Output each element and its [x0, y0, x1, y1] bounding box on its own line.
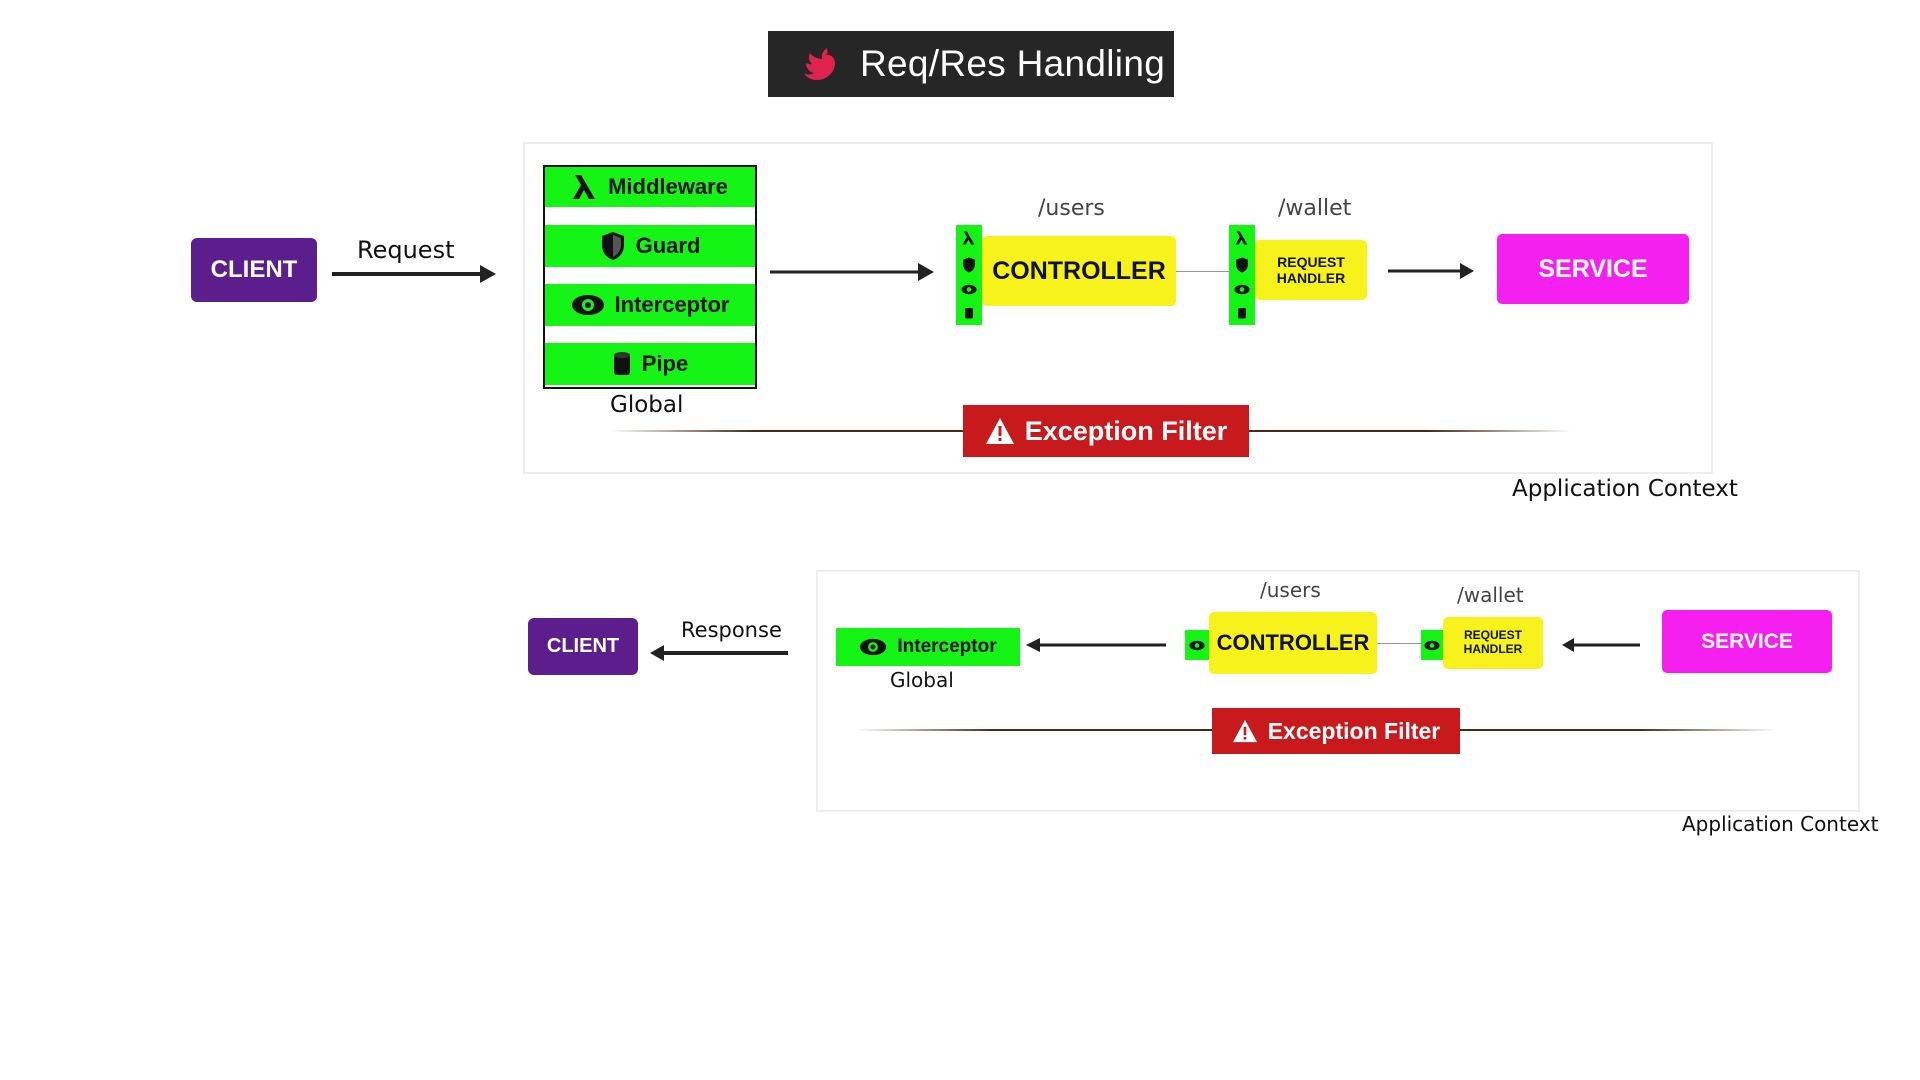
- controller-box: CONTROLLER: [982, 236, 1176, 306]
- page-title: Req/Res Handling: [860, 43, 1166, 84]
- shield-icon: [1236, 257, 1248, 273]
- stack-item-label: Pipe: [641, 351, 689, 376]
- exception-filter-label: Exception Filter: [1024, 415, 1228, 446]
- service-box: SERVICE: [1497, 234, 1689, 304]
- stack-item-pipe: Pipe: [545, 343, 755, 385]
- handler-enhancer-strip: [1229, 225, 1255, 325]
- stack-item-guard: Guard: [545, 225, 755, 267]
- response-application-context-panel: [816, 570, 1860, 812]
- exception-filter-label: Exception Filter: [1267, 717, 1441, 744]
- flow-arrow-icon: [1388, 263, 1474, 279]
- nestjs-logo-icon: [804, 48, 835, 80]
- request-arrow-label: Request: [357, 236, 455, 264]
- handler-line-2: HANDLER: [1276, 270, 1346, 286]
- flow-arrow-icon: [1562, 638, 1640, 652]
- stack-item-label: Middleware: [608, 174, 728, 199]
- eye-icon: [961, 284, 977, 295]
- controller-path-label: /users: [1038, 196, 1105, 221]
- pipe-icon: [965, 307, 973, 319]
- handler-line-1: REQUEST: [1277, 253, 1345, 270]
- stack-item-label: Interceptor: [614, 292, 730, 317]
- eye-icon: [571, 295, 604, 315]
- global-caption: Global: [610, 392, 684, 418]
- global-enhancers-stack: Middleware Guard Interceptor Pipe: [543, 165, 757, 389]
- exception-filter-box: Exception Filter: [963, 405, 1249, 457]
- response-interceptor-box: Interceptor: [836, 628, 1020, 666]
- shield-icon: [601, 232, 624, 260]
- interceptor-label: Interceptor: [897, 636, 997, 657]
- response-client-box: CLIENT: [528, 618, 638, 675]
- connector-line: [1377, 643, 1421, 644]
- lambda-icon: [1235, 231, 1248, 245]
- request-arrow-icon: [332, 265, 496, 283]
- response-exception-filter-box: Exception Filter: [1212, 708, 1460, 754]
- stack-item-middleware: Middleware: [545, 167, 755, 207]
- eye-icon: [1424, 640, 1440, 650]
- response-arrow-icon: [650, 645, 788, 661]
- controller-enhancer-strip: [956, 225, 982, 325]
- eye-icon: [860, 638, 887, 656]
- response-handler-strip: [1421, 630, 1443, 660]
- handler-line-1: REQUEST: [1463, 628, 1522, 643]
- warning-icon: [1232, 719, 1257, 743]
- response-controller-path: /users: [1260, 578, 1321, 602]
- response-context-label: Application Context: [1682, 812, 1879, 836]
- request-handler-box: REQUEST HANDLER: [1255, 240, 1367, 300]
- response-controller-strip: [1185, 630, 1209, 660]
- pipe-icon: [613, 352, 630, 375]
- eye-icon: [1189, 640, 1205, 650]
- title-bar: Req/Res Handling: [768, 31, 1174, 97]
- stack-item-label: Guard: [635, 233, 701, 258]
- stack-item-interceptor: Interceptor: [545, 284, 755, 326]
- response-handler-path: /wallet: [1457, 583, 1524, 607]
- lambda-icon: [573, 175, 596, 199]
- response-global-caption: Global: [890, 668, 954, 692]
- lambda-icon: [962, 231, 975, 245]
- warning-icon: [985, 418, 1014, 444]
- response-request-handler-box: REQUEST HANDLER: [1443, 617, 1543, 669]
- shield-icon: [963, 257, 975, 273]
- pipe-icon: [1238, 307, 1246, 319]
- request-client-box: CLIENT: [191, 238, 317, 302]
- handler-path-label: /wallet: [1278, 196, 1352, 221]
- handler-line-2: HANDLER: [1463, 642, 1523, 656]
- response-service-box: SERVICE: [1662, 610, 1832, 673]
- connector-line: [1176, 271, 1230, 272]
- flow-arrow-icon: [770, 263, 934, 281]
- flow-arrow-icon: [1026, 638, 1166, 652]
- response-arrow-label: Response: [681, 618, 782, 642]
- eye-icon: [1234, 284, 1250, 295]
- request-context-label: Application Context: [1512, 476, 1738, 502]
- response-controller-box: CONTROLLER: [1209, 612, 1377, 674]
